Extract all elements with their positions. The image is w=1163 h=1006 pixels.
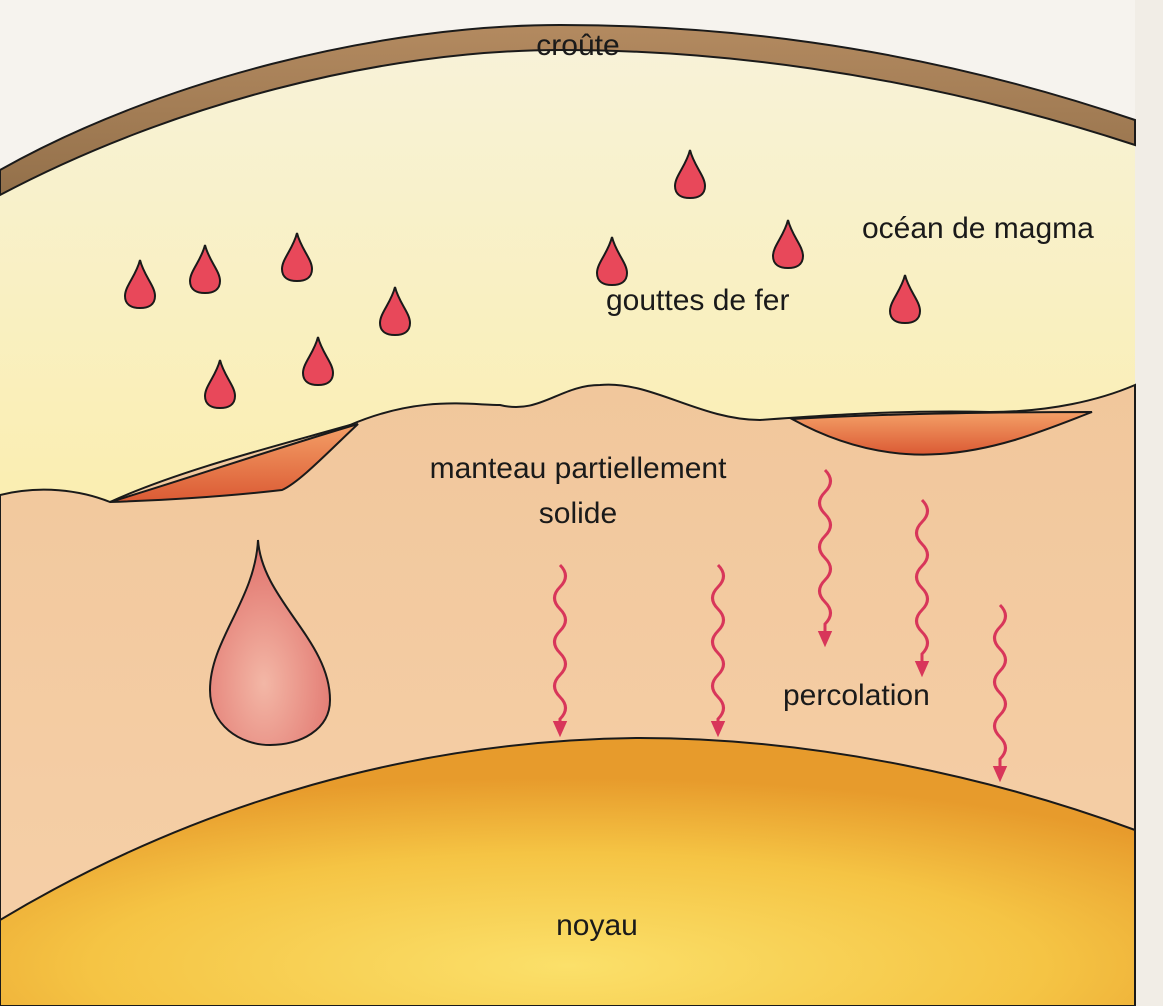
label-mantle-line1: manteau partiellement bbox=[430, 452, 728, 485]
label-crust: croûte bbox=[536, 29, 619, 62]
label-magma-ocean: océan de magma bbox=[862, 212, 1094, 245]
label-percolation: percolation bbox=[783, 679, 930, 712]
label-iron-drops: gouttes de fer bbox=[606, 284, 789, 317]
label-mantle-line2: solide bbox=[539, 497, 617, 530]
label-core: noyau bbox=[556, 909, 638, 942]
